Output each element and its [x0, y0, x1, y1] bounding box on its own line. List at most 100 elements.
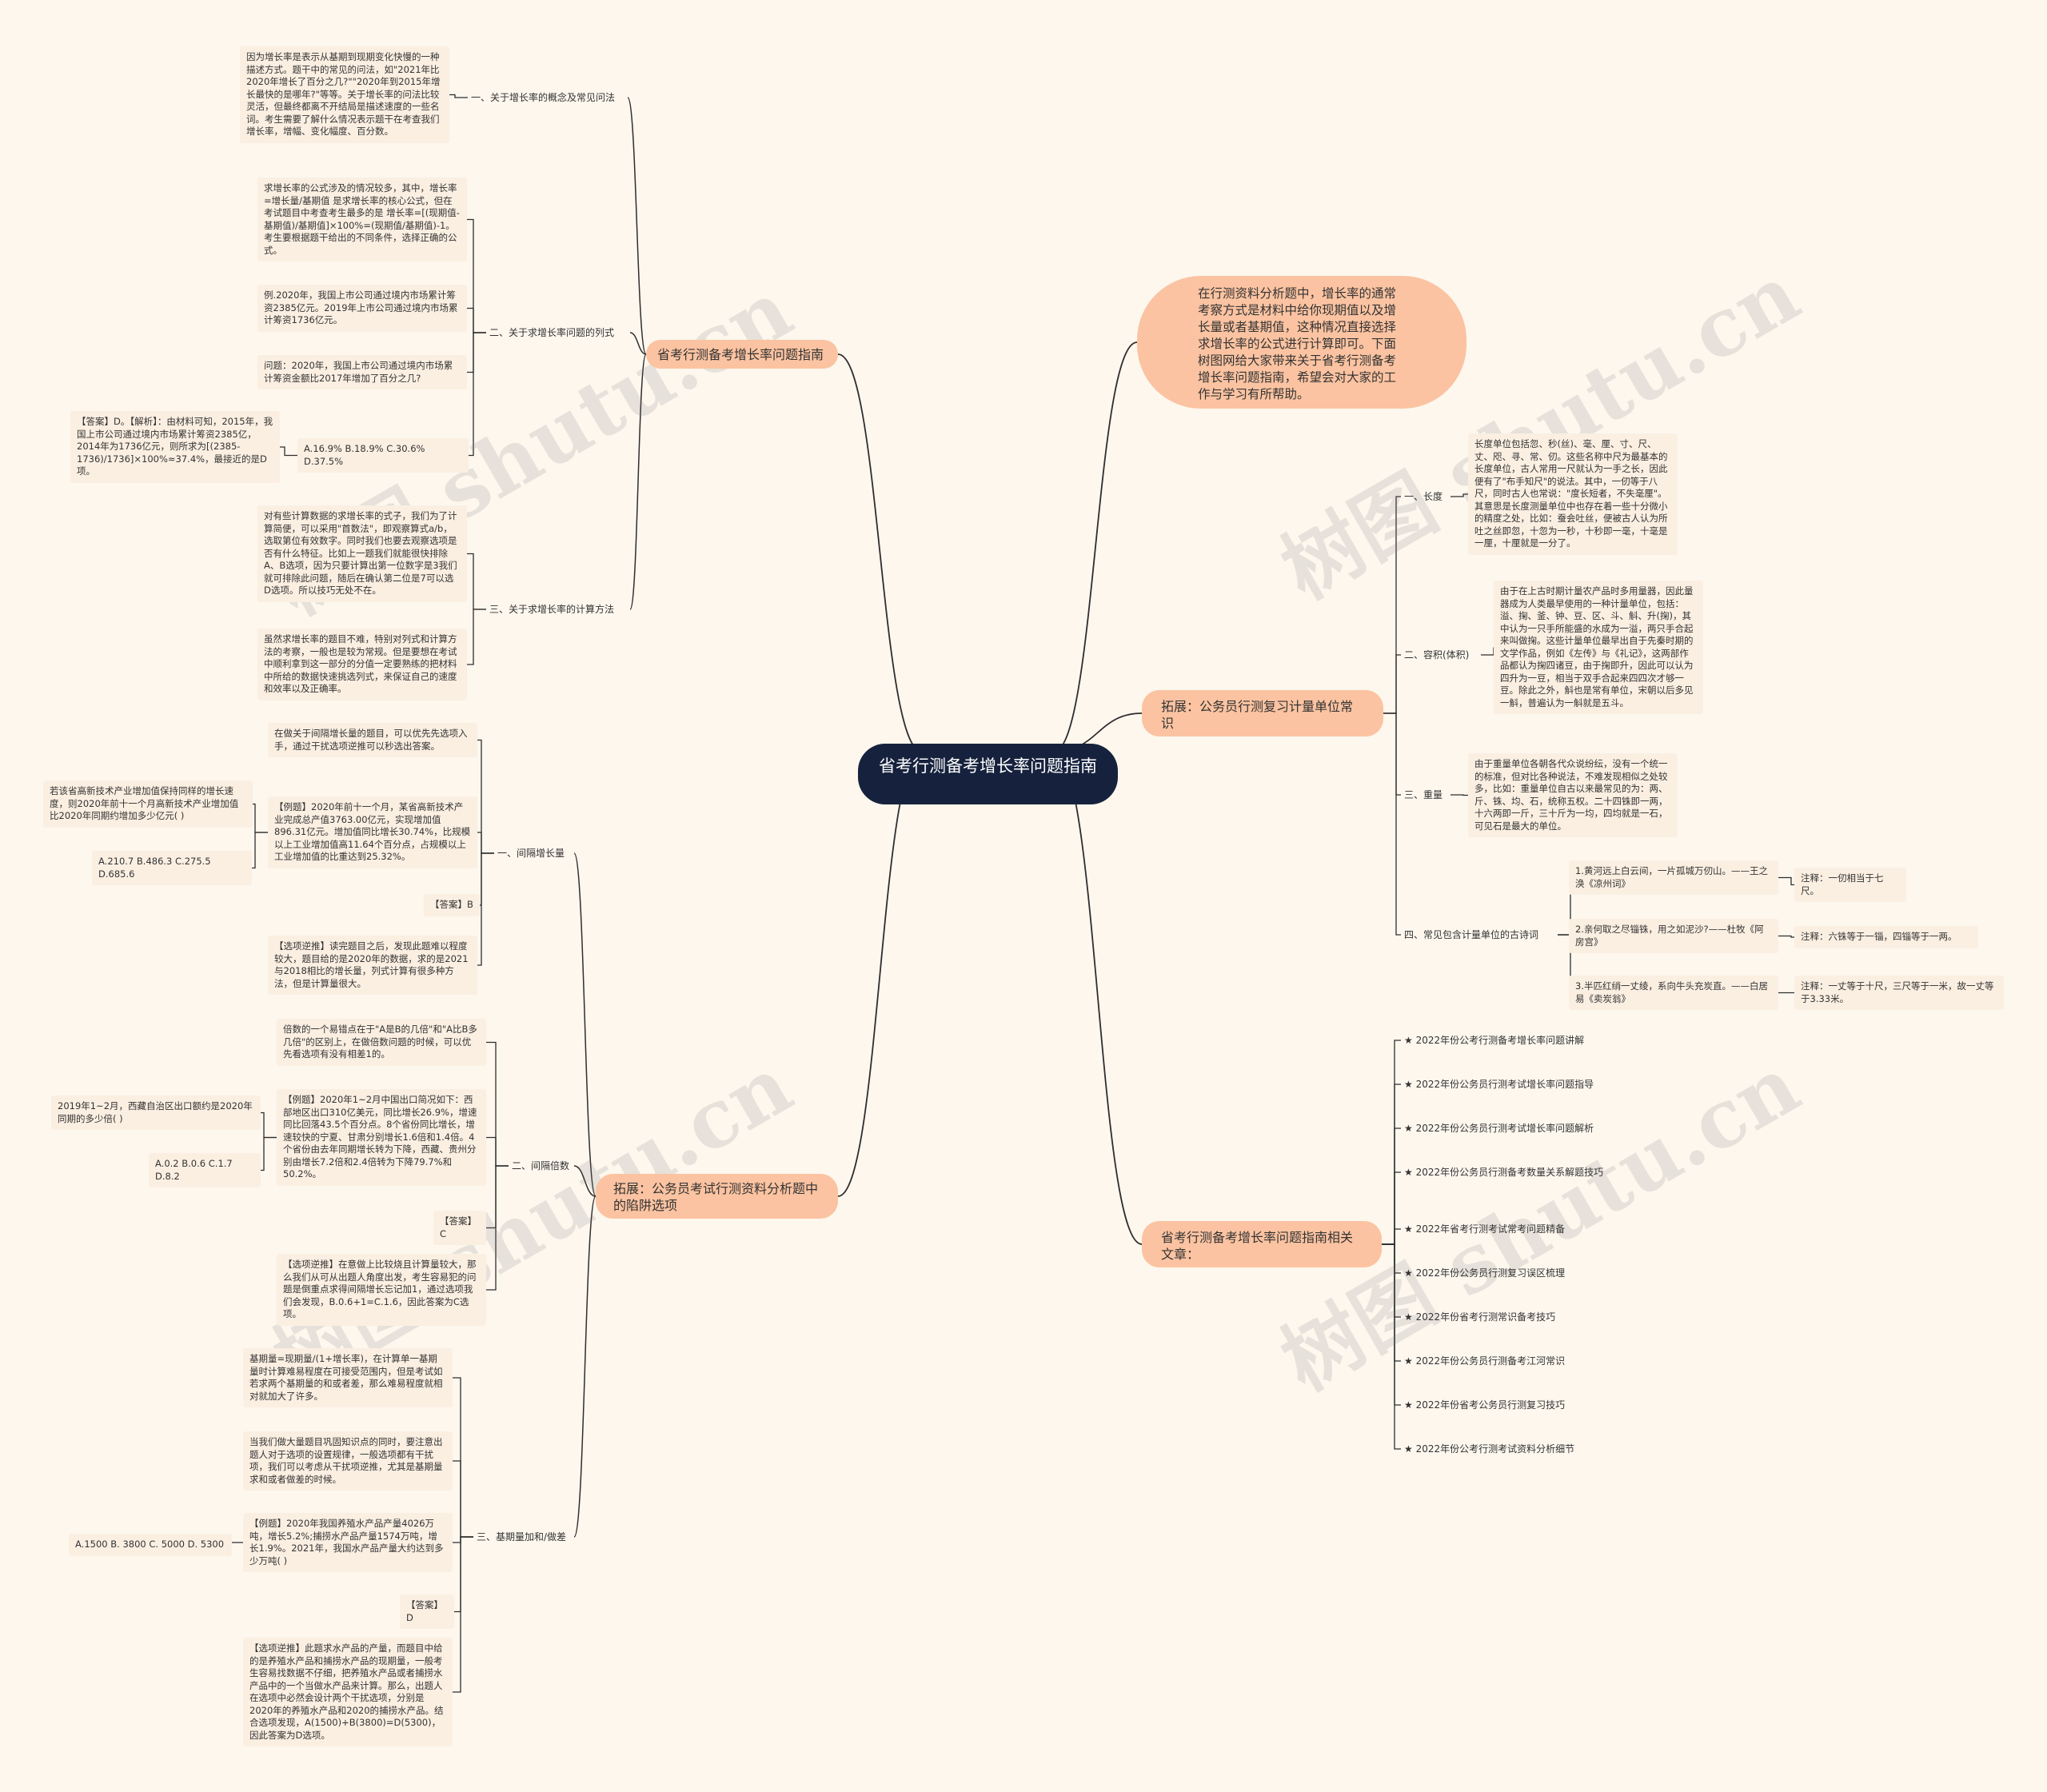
traps-section-1[interactable]: 一、间隔增长量	[497, 848, 565, 859]
connector	[453, 1536, 473, 1693]
connector	[477, 739, 494, 854]
related-article[interactable]: ★ 2022年份公务员行测备考数量关系解题技巧	[1404, 1167, 1604, 1178]
connector	[467, 553, 486, 610]
related-article[interactable]: ★ 2022年份公务员行测考试增长率问题指导	[1404, 1079, 1594, 1090]
connector	[253, 803, 268, 833]
connector	[280, 446, 297, 457]
traps-section-2[interactable]: 二、间隔倍数	[512, 1160, 570, 1171]
traps-section-3-answer: 【答案】D	[400, 1594, 454, 1629]
connector	[480, 852, 494, 906]
guide-section-2[interactable]: 二、关于求增长率问题的列式	[489, 327, 615, 338]
poem-1-note: 注释：一仞相当于七尺。	[1794, 868, 1906, 902]
related-article[interactable]: ★ 2022年份公务员行测复习误区梳理	[1404, 1267, 1566, 1279]
units-length[interactable]: 一、长度	[1404, 491, 1443, 502]
connector	[1053, 341, 1138, 752]
connector	[467, 218, 486, 333]
connector	[486, 1165, 509, 1291]
connector	[477, 852, 494, 966]
poem-1: 1.黄河远上白云间，一片孤城万仞山。——王之涣《凉州词》	[1569, 860, 1778, 895]
related-article[interactable]: ★ 2022年份省考公务员行测复习技巧	[1404, 1399, 1566, 1411]
guide-section-2-formula: 求增长率的公式涉及的情况较多，其中，增长率=增长量/基期值 是求增长率的核心公式…	[257, 178, 467, 261]
guide-section-3-text-b: 虽然求增长率的题目不难，特别对列式和计算方法的考察，一般也是较为常规。但是要想在…	[257, 629, 467, 700]
units-volume-text: 由于在上古时期计量农产品时多用量器，因此量器成为人类最早使用的一种计量单位，包括…	[1494, 581, 1703, 714]
connector	[486, 1136, 509, 1167]
guide-section-2-answer: 【答案】D。【解析】：由材料可知，2015年，我国上市公司通过境内市场累计筹资2…	[70, 411, 280, 483]
connector	[1481, 647, 1494, 656]
connector	[261, 1112, 277, 1139]
connector	[469, 332, 486, 457]
poem-3: 3.半匹红绡一丈绫，系向牛头充炭直。——白居易《卖炭翁》	[1569, 976, 1778, 1010]
connector	[573, 852, 597, 1197]
connector	[1382, 1040, 1401, 1245]
connector	[454, 1536, 473, 1613]
connector	[1382, 1243, 1401, 1406]
connector	[1382, 1171, 1401, 1245]
guide-section-3-text-a: 对有些计算数据的求增长率的式子，我们为了计算简便，可以采用"首数法"，即观察算式…	[257, 505, 467, 602]
related-article[interactable]: ★ 2022年份省考行测常识备考技巧	[1404, 1311, 1556, 1323]
connector	[467, 609, 486, 665]
poem-3-note: 注释：一丈等于十尺，三尺等于一米，故一丈等于3.33米。	[1794, 976, 2004, 1010]
related-article[interactable]: ★ 2022年份公考行测备考增长率问题讲解	[1404, 1035, 1585, 1046]
guide-section-1[interactable]: 一、关于增长率的概念及常见问法	[471, 92, 616, 103]
related-article[interactable]: ★ 2022年份公务员行测备考江河常识	[1404, 1355, 1566, 1367]
connector	[629, 332, 647, 355]
traps-section-3-tip: 当我们做大量题目巩固知识点的同时，要注意出题人对于选项的设置规律，一般选项都有干…	[243, 1431, 453, 1491]
traps-section-1-options: A.210.7 B.486.3 C.275.5 D.685.6	[92, 851, 252, 885]
units-volume[interactable]: 二、容积(体积)	[1404, 649, 1470, 661]
guide-branch[interactable]: 省考行测备考增长率问题指南	[646, 340, 838, 369]
connector	[1383, 654, 1401, 714]
connector	[1383, 712, 1401, 936]
connector	[453, 1460, 473, 1538]
connector	[627, 97, 647, 355]
traps-section-2-options: A.0.2 B.0.6 C.1.7 D.8.2	[149, 1153, 261, 1187]
traps-section-3-options: A.1500 B. 3800 C. 5000 D. 5300	[69, 1534, 232, 1556]
connector	[1053, 751, 1143, 1245]
connector	[573, 1195, 597, 1538]
traps-section-1-reverse: 【选项逆推】读完题目之后，发现此题难以程度较大，题目给的是2020年的数据，求的…	[268, 936, 477, 995]
traps-branch[interactable]: 拓展：公务员考试行测资料分析题中的陷阱选项	[596, 1174, 838, 1219]
connector	[1778, 876, 1794, 886]
traps-section-3[interactable]: 三、基期量加和/做差	[477, 1531, 567, 1543]
related-article[interactable]: ★ 2022年份公考行测考试资料分析细节	[1404, 1443, 1575, 1455]
units-weight[interactable]: 三、重量	[1404, 789, 1443, 800]
connector	[467, 307, 486, 333]
connector	[477, 832, 494, 854]
poem-2-note: 注释：六铢等于一锱，四锱等于一两。	[1794, 926, 1978, 948]
guide-section-3[interactable]: 三、关于求增长率的计算方法	[489, 604, 615, 615]
traps-section-2-answer: 【答案】C	[433, 1211, 486, 1245]
connector	[837, 353, 923, 752]
units-poems[interactable]: 四、常见包含计量单位的古诗词	[1404, 929, 1539, 940]
traps-section-1-tip: 在做关于间隔增长量的题目，可以优先先选项入手，通过干扰选项逆推可以秒选出答案。	[268, 723, 477, 757]
poem-2: 2.亲何取之尽锱铢，用之如泥沙?——杜牧《阿房宫》	[1569, 919, 1778, 953]
connector	[1383, 712, 1401, 796]
traps-section-1-question: 若该省高新技术产业增加值保持同样的增长速度，则2020年前十一个月高新技术产业增…	[43, 780, 253, 828]
connector	[629, 353, 647, 610]
connector	[837, 751, 923, 1197]
connector	[1382, 1127, 1401, 1245]
connector	[1382, 1228, 1401, 1245]
connector	[229, 1542, 243, 1546]
related-articles-branch[interactable]: 省考行测备考增长率问题指南相关文章：	[1142, 1221, 1382, 1267]
related-article[interactable]: ★ 2022年省考行测考试常考问题精备	[1404, 1223, 1566, 1235]
connector	[1778, 935, 1794, 938]
connector	[573, 1165, 597, 1197]
traps-section-2-tip: 倍数的一个易错点在于"A是B的几倍"和"A比B多几倍"的区别上，在做倍数问题的时…	[277, 1019, 486, 1066]
related-article[interactable]: ★ 2022年份公务员行测考试增长率问题解析	[1404, 1123, 1594, 1134]
guide-section-2-question: 问题：2020年，我国上市公司通过境内市场累计筹资金额比2017年增加了百分之几…	[257, 355, 467, 389]
connector	[1450, 493, 1468, 497]
traps-section-3-formula: 基期量=现期量/(1+增长率)，在计算单一基期量时计算难易程度在可接受范围内，但…	[243, 1348, 453, 1407]
units-weight-text: 由于重量单位各朝各代众说纷纭，没有一个统一的标准，但对比各种说法，不难发现相似之…	[1468, 753, 1678, 837]
traps-section-3-reverse: 【选项逆推】此题求水产品的产量，而题目中给的是养殖水产品和捕捞水产品的现期量，一…	[243, 1638, 453, 1746]
connector	[261, 1136, 277, 1171]
traps-section-2-reverse: 【选项逆推】在意做上比较烧且计算量较大，那么我们从可从出题人角度出发，考生容易犯…	[277, 1254, 486, 1326]
connector	[1382, 1243, 1401, 1318]
connector	[1382, 1243, 1401, 1450]
root-node[interactable]: 省考行测备考增长率问题指南	[858, 744, 1118, 804]
guide-section-1-text: 因为增长率是表示从基期到现期变化快慢的一种描述方式。题干中的常见的问法，如"20…	[240, 46, 449, 143]
connector	[252, 832, 268, 869]
units-branch[interactable]: 拓展：公务员行测复习计量单位常识	[1142, 690, 1383, 736]
intro-node[interactable]: 在行测资料分析题中，增长率的通常考察方式是材料中给你现期值以及增长量或者基期值，…	[1137, 276, 1466, 409]
guide-section-2-options: A.16.9% B.18.9% C.30.6% D.37.5%	[297, 438, 469, 473]
connector	[453, 1377, 473, 1538]
